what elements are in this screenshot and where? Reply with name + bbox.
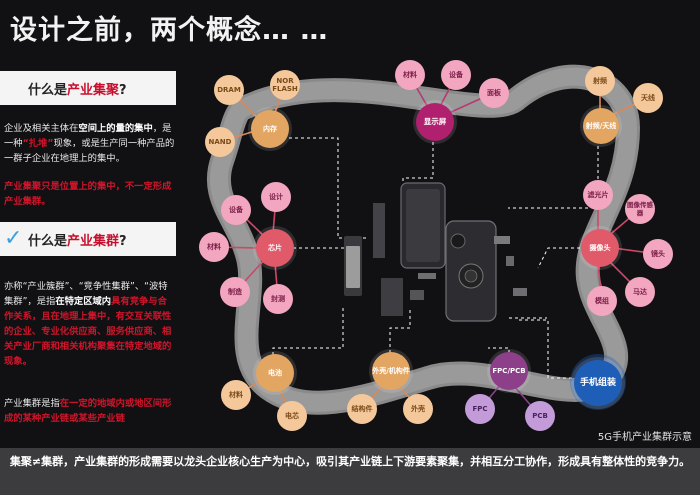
def-text-bold: 空间上的量的集中 — [78, 123, 153, 134]
question-mark: ? — [119, 83, 127, 98]
footer-bar: 集聚≠集群，产业集群的形成需要以龙头企业核心生产为中心，吸引其产业链上下游要素聚… — [0, 448, 700, 495]
left-panel: 什么是产业集聚? 企业及相关主体在空间上的量的集中，是一种“扎堆”现象，或是生产… — [0, 66, 185, 441]
leaf-label: 模组 — [595, 297, 609, 305]
cluster-note: 产业集群是指在一定的地域内或地区间形成的某种产业链或某些产业链 — [4, 396, 176, 426]
checkmark-icon: ✓ — [4, 226, 23, 251]
hub-fpc: FPC/PCB — [490, 352, 528, 390]
leaf-lens: 镜头 — [643, 239, 673, 269]
question-keyword: 产业集群 — [67, 234, 120, 249]
def-text-bold: 在特定区域内 — [55, 296, 112, 307]
leaf-label: 射频 — [593, 77, 607, 85]
leaf-label: FPC — [472, 405, 488, 413]
leaf-label: 材料 — [229, 391, 243, 399]
definition-cluster: 亦称“产业簇群”、“竞争性集群”、“波特集群”，是指在特定区域内具有竞争与合作关… — [4, 279, 176, 369]
hub-label: 电池 — [268, 369, 282, 377]
question-prefix: 什么是 — [28, 83, 68, 98]
leaf-image-sensor: 图像传感器 — [625, 194, 655, 224]
hub-assembly: 手机组装 — [574, 360, 622, 406]
leaf-manufacturing: 制造 — [220, 277, 250, 307]
question-box-cluster: ✓ 什么是产业集群? — [0, 222, 176, 256]
hub-chip: 芯片 — [256, 229, 294, 267]
leaf-label: 结构件 — [351, 405, 373, 413]
leaf-label: 设备 — [229, 206, 243, 214]
phone-parts-illustration — [344, 182, 527, 322]
leaf-label: 外壳 — [411, 405, 425, 413]
leaf-label: 图像传感器 — [627, 201, 653, 217]
footer-text: 集聚≠集群，产业集群的形成需要以龙头企业核心生产为中心，吸引其产业链上下游要素聚… — [9, 455, 691, 468]
def-text-a: 企业及相关主体在 — [4, 123, 79, 134]
hub-label: FPC/PCB — [492, 367, 526, 375]
hub-camera: 摄像头 — [581, 229, 619, 267]
leaf-packaging-test: 封测 — [263, 284, 293, 314]
leaf-label: 马达 — [633, 288, 647, 296]
leaf-material-display: 材料 — [395, 60, 425, 90]
leaf-nor-flash: NOR FLASH — [270, 70, 300, 100]
hub-label: 显示屏 — [423, 117, 447, 126]
leaf-label: 镜头 — [651, 250, 665, 258]
question-keyword: 产业集聚 — [67, 83, 120, 98]
question-prefix: 什么是 — [28, 234, 68, 249]
hub-label: 内存 — [263, 125, 277, 133]
leaf-shell: 外壳 — [403, 394, 433, 424]
leaf-filter: 滤光片 — [583, 180, 613, 210]
hub-battery: 电池 — [256, 354, 294, 392]
agglomeration-note: 产业集聚只是位置上的集中，不一定形成产业集群。 — [4, 181, 172, 207]
leaf-module: 模组 — [587, 286, 617, 316]
note-text-a: 产业集群是指 — [4, 398, 60, 409]
hub-label: 外壳/机构件 — [372, 367, 410, 375]
leaf-label: 材料 — [207, 243, 221, 251]
leaf-dram: DRAM — [214, 75, 244, 105]
leaf-rf: 射频 — [585, 66, 615, 96]
leaf-nand: NAND — [205, 127, 235, 157]
hub-label: 手机组装 — [579, 378, 616, 388]
leaf-material-chip: 材料 — [199, 232, 229, 262]
definition-agglomeration: 企业及相关主体在空间上的量的集中，是一种“扎堆”现象，或是生产同一种产品的一群子… — [4, 121, 176, 166]
leaf-cell: 电芯 — [277, 401, 307, 431]
page-title: 设计之前，两个概念… … — [10, 15, 329, 46]
leaf-design: 设计 — [261, 182, 291, 212]
question-agglomeration: 什么是产业集聚? — [28, 79, 127, 98]
leaf-material-battery: 材料 — [221, 380, 251, 410]
hub-rf: 射频/天线 — [583, 108, 619, 144]
leaf-label: 电芯 — [285, 412, 299, 420]
def-text-e: 现象，或是生产同一种产品的一群子企业在地理上的集中。 — [4, 138, 175, 164]
leaf-label: 材料 — [403, 71, 417, 79]
leaf-antenna: 天线 — [633, 83, 663, 113]
diagram-graphics — [206, 64, 659, 417]
leaf-label: 天线 — [641, 94, 655, 102]
hub-label: 射频/天线 — [585, 122, 617, 130]
question-box-agglomeration: 什么是产业集聚? — [0, 71, 176, 105]
leaf-label: NOR FLASH — [272, 77, 298, 93]
leaf-equipment-display: 设备 — [441, 60, 471, 90]
leaf-fpc: FPC — [465, 394, 495, 424]
leaf-structural-parts: 结构件 — [347, 394, 377, 424]
cluster-diagram: 显示屏 内存 芯片 电池 外壳/机构件 FPC/PCB 摄像头 射频/天线 手机… — [188, 58, 700, 446]
hub-label: 摄像头 — [589, 244, 611, 252]
hub-label: 芯片 — [268, 244, 282, 252]
leaf-panel: 面板 — [479, 78, 509, 108]
note-text-highlight: 在一定的地域内或地区间形成的某种产业链或某些产业链 — [4, 398, 172, 424]
leaf-label: NAND — [208, 138, 232, 146]
leaf-label: 滤光片 — [587, 191, 609, 199]
leaf-label: 面板 — [487, 89, 501, 97]
leaf-label: 设计 — [269, 193, 283, 201]
question-cluster: 什么是产业集群? — [28, 230, 127, 249]
def-text-highlight: “扎堆” — [22, 138, 54, 149]
leaf-label: 制造 — [228, 288, 242, 296]
def-text-a: 亦称“产业簇群”、“竞争性集群”、“波特集群”，是指 — [4, 281, 168, 307]
def-text-c: ，是一种 — [4, 123, 172, 149]
leaf-label: 设备 — [449, 71, 463, 79]
leaf-label: DRAM — [217, 86, 241, 94]
leaf-pcb: PCB — [525, 401, 555, 431]
leaf-label: 封测 — [271, 295, 285, 303]
question-mark: ? — [119, 234, 127, 249]
leaf-label: PCB — [532, 412, 548, 420]
def-text-highlight: 具有竞争与合作关系，且在地理上集中，有交互关联性的企业、专业化供应商、服务供应商… — [4, 296, 172, 367]
hub-display: 显示屏 — [416, 103, 454, 141]
hub-case: 外壳/机构件 — [372, 352, 410, 390]
leaf-motor: 马达 — [625, 277, 655, 307]
leaf-equipment-chip: 设备 — [221, 195, 251, 225]
diagram-caption: 5G手机产业集群示意 — [597, 432, 692, 443]
hub-flash: 内存 — [251, 110, 289, 148]
